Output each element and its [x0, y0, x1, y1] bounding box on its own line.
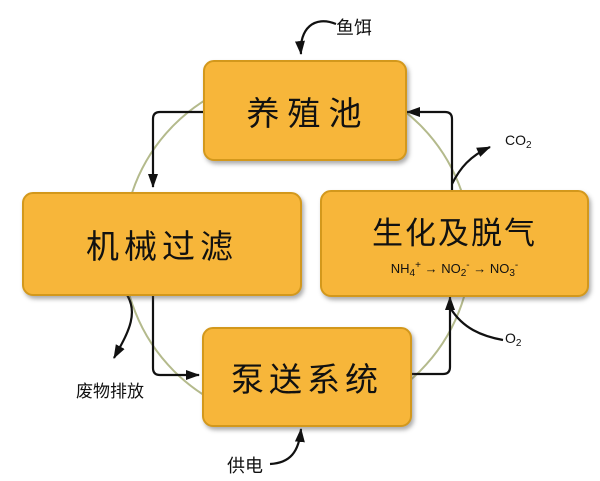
arrow-o2-in: [450, 308, 504, 342]
feed-label: 鱼饵: [336, 18, 372, 38]
arrow-pond-to-filter: [148, 110, 203, 188]
waste-discharge-label: 废物排放: [76, 382, 144, 401]
nitrification-equation: NH4+ → NO2- → NO3-: [390, 260, 519, 279]
arrow-power-in: [269, 428, 305, 466]
node-bio-degas-label: 生化及脱气: [372, 216, 537, 251]
arrow-filter-to-pump: [151, 292, 200, 380]
node-pump-system-label: 泵送系统: [231, 361, 383, 398]
arrow-feed-to-pond: [294, 20, 337, 55]
arrow-co2-out: [451, 145, 491, 185]
node-mechanical-filter-label: 机械过滤: [86, 228, 238, 265]
arrow-pump-to-bio: [409, 296, 455, 376]
o2-label: O2: [505, 330, 522, 349]
node-pump-system: 泵送系统: [202, 327, 412, 427]
arrow-waste-out: [113, 291, 134, 359]
co2-label: CO2: [505, 132, 532, 151]
node-bio-degas: 生化及脱气 NH4+ → NO2- → NO3-: [320, 190, 589, 297]
node-culture-pond-label: 养殖池: [246, 94, 370, 132]
power-supply-label: 供电: [227, 456, 263, 476]
node-mechanical-filter: 机械过滤: [22, 192, 302, 296]
node-culture-pond: 养殖池: [203, 60, 407, 161]
arrow-bio-to-pond: [406, 107, 454, 190]
